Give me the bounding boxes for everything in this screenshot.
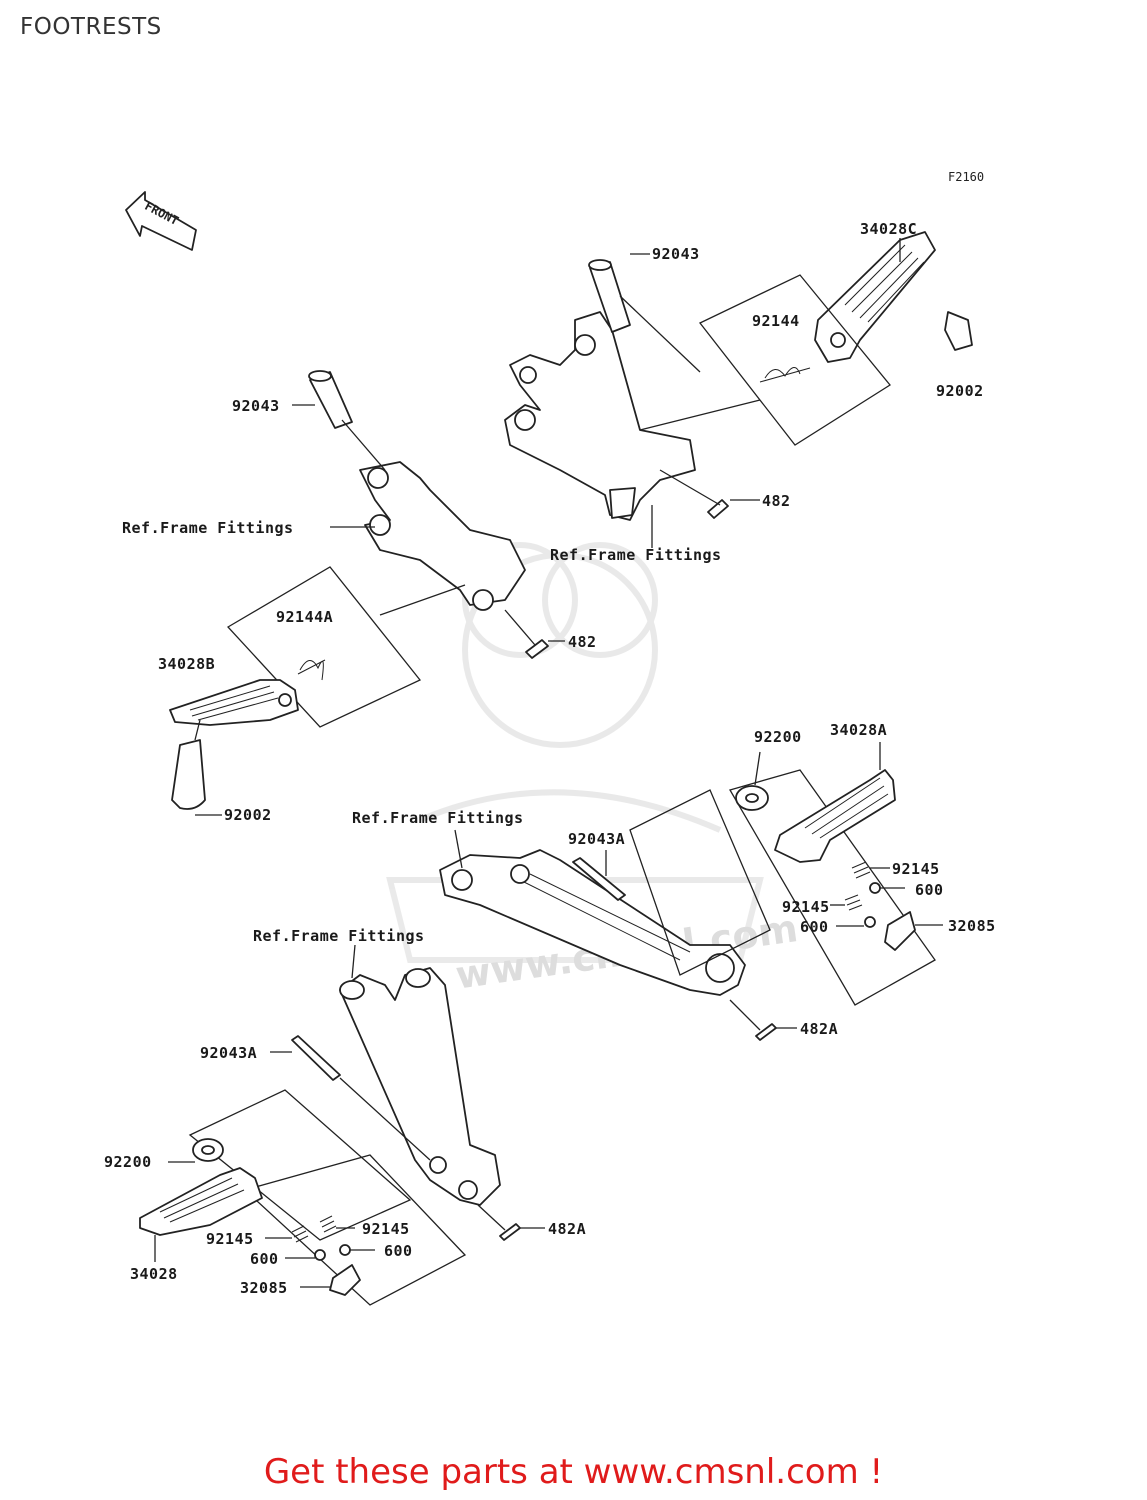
front-arrow-icon: FRONT	[125, 191, 197, 251]
callout-92043-top: 92043	[652, 245, 700, 263]
spring-92145-r1	[851, 861, 871, 879]
figure-code: F2160	[948, 170, 985, 184]
upper-right-bracket	[504, 311, 696, 521]
callout-92002-top: 92002	[936, 382, 984, 400]
callout-482-top: 482	[762, 492, 791, 510]
callout-92043a-mid: 92043A	[568, 830, 626, 848]
washer-92200-left	[192, 1138, 224, 1162]
callout-600-r2: 600	[800, 918, 829, 936]
clip-482-top	[707, 499, 729, 519]
callout-92200-right: 92200	[754, 728, 802, 746]
callout-32085-left: 32085	[240, 1279, 288, 1297]
callout-92002-left: 92002	[224, 806, 272, 824]
spring-92145-l2	[319, 1215, 337, 1233]
callout-92144: 92144	[752, 312, 800, 330]
pin-92043-left	[308, 370, 353, 429]
footpeg-34028	[139, 1167, 263, 1236]
callout-600-l2: 600	[384, 1242, 413, 1260]
footpeg-34028c	[814, 231, 936, 363]
ball-600-l1	[314, 1249, 326, 1261]
ball-600-r2	[864, 916, 876, 928]
spring-92145-l1	[291, 1225, 309, 1243]
cap-32085-right	[884, 911, 916, 951]
ball-600-l2	[339, 1244, 351, 1256]
lower-bracket	[339, 967, 501, 1206]
footpeg-34028a	[774, 769, 896, 863]
pin-92043a-mid	[572, 857, 626, 901]
upper-left-bracket	[359, 461, 526, 611]
washer-92200-right	[735, 785, 769, 811]
spring-92144a	[297, 659, 326, 681]
pin-92043a-low	[291, 1035, 341, 1081]
callout-92145-r1: 92145	[892, 860, 940, 878]
callout-92043a-low: 92043A	[200, 1044, 258, 1062]
callout-34028b: 34028B	[158, 655, 216, 673]
footpeg-34028b	[169, 679, 299, 726]
pin-92043-top	[588, 259, 631, 333]
callout-92145-l2: 92145	[362, 1220, 410, 1238]
callout-92144a: 92144A	[276, 608, 334, 626]
spring-92144	[759, 367, 811, 383]
callout-34028: 34028	[130, 1265, 178, 1283]
callout-600-l1: 600	[250, 1250, 279, 1268]
callout-ref-frame-2: Ref.Frame Fittings	[550, 546, 722, 564]
callout-32085-right: 32085	[948, 917, 996, 935]
callout-92145-r2: 92145	[782, 898, 830, 916]
callout-92200-left: 92200	[104, 1153, 152, 1171]
callout-34028c: 34028C	[860, 220, 918, 238]
callout-92043-left: 92043	[232, 397, 280, 415]
cap-32085-left	[329, 1264, 361, 1296]
clip-482a-low	[499, 1223, 521, 1241]
callout-600-r1: 600	[915, 881, 944, 899]
callout-482a-mid: 482A	[800, 1020, 839, 1038]
clip-482-mid	[525, 639, 549, 659]
callout-92145-l1: 92145	[206, 1230, 254, 1248]
callout-ref-frame-3: Ref.Frame Fittings	[352, 809, 524, 827]
pivot-pin-92002-top	[944, 311, 973, 351]
page-title: FOOTRESTS	[20, 14, 162, 40]
spring-92145-r2	[844, 894, 863, 911]
callout-482-mid: 482	[568, 633, 597, 651]
footer-promo-link[interactable]: Get these parts at www.cmsnl.com !	[263, 1452, 884, 1492]
ball-600-r1	[869, 882, 881, 894]
callout-34028a: 34028A	[830, 721, 888, 739]
callout-ref-frame-4: Ref.Frame Fittings	[253, 927, 425, 945]
callout-ref-frame-1: Ref.Frame Fittings	[122, 519, 294, 537]
clip-482a-mid	[755, 1023, 777, 1041]
middle-long-bracket	[439, 849, 746, 996]
pivot-pin-92002-left	[171, 739, 206, 810]
callout-482a-low: 482A	[548, 1220, 587, 1238]
